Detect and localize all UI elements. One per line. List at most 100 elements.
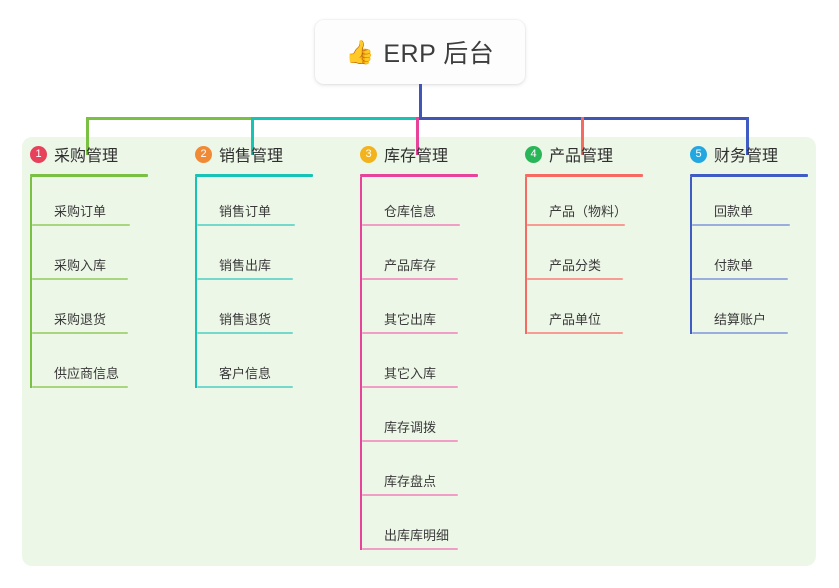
menu-item-label: 供应商信息 [54, 366, 120, 381]
thumbs-up-icon: 👍 [345, 38, 375, 65]
menu-item[interactable]: 产品库存 [360, 231, 502, 285]
branch-header-3[interactable]: 3 库存管理 [352, 142, 502, 166]
branch-item-list-3: 仓库信息产品库存其它出库其它入库库存调拨库存盘点出库库明细 [360, 177, 502, 555]
menu-item[interactable]: 付款单 [690, 231, 832, 285]
branch-spine-5 [690, 177, 692, 334]
branch-item-list-4: 产品（物料） 产品分类产品单位 [525, 177, 667, 339]
branch-header-2[interactable]: 2 销售管理 [187, 142, 337, 166]
branch-header-rule-3 [360, 174, 478, 177]
branch-spine-4 [525, 177, 527, 334]
menu-item-label: 销售出库 [219, 258, 272, 273]
menu-item-label: 产品分类 [549, 258, 602, 273]
menu-item[interactable]: 产品单位 [525, 285, 667, 339]
menu-item[interactable]: 其它出库 [360, 285, 502, 339]
menu-item-rule [197, 278, 293, 280]
menu-item[interactable]: 仓库信息 [360, 177, 502, 231]
branch-item-list-5: 回款单付款单结算账户 [690, 177, 832, 339]
menu-item-rule [362, 440, 458, 442]
branch-title-3: 库存管理 [384, 148, 449, 165]
branch-title-1: 采购管理 [54, 148, 119, 165]
branch-header-5[interactable]: 5 财务管理 [682, 142, 832, 166]
menu-item-rule [362, 548, 458, 550]
menu-item-label: 采购入库 [54, 258, 107, 273]
branch-column-4: 4 产品管理产品（物料） 产品分类产品单位 [517, 142, 667, 334]
menu-item-rule [362, 278, 458, 280]
branch-header-rule-1 [30, 174, 148, 177]
menu-item[interactable]: 客户信息 [195, 339, 337, 393]
menu-item-label: 客户信息 [219, 366, 272, 381]
menu-item-label: 采购订单 [54, 204, 107, 219]
branch-column-3: 3 库存管理仓库信息产品库存其它出库其它入库库存调拨库存盘点出库库明细 [352, 142, 502, 550]
menu-item[interactable]: 库存盘点 [360, 447, 502, 501]
root-node-content: 👍 ERP 后台 [346, 34, 495, 70]
menu-item-rule [197, 224, 295, 226]
menu-item-label: 付款单 [714, 258, 754, 273]
menu-item-rule [197, 386, 293, 388]
menu-item-rule [527, 278, 623, 280]
menu-item-label: 产品库存 [384, 258, 437, 273]
connector-drop-5 [745, 117, 749, 155]
connector-bus-segment-1 [87, 116, 252, 120]
menu-item[interactable]: 采购入库 [30, 231, 172, 285]
menu-item-rule [32, 278, 128, 280]
menu-item-rule [362, 332, 458, 334]
branch-title-4: 产品管理 [549, 148, 614, 165]
menu-item-label: 销售订单 [219, 204, 272, 219]
menu-item[interactable]: 其它入库 [360, 339, 502, 393]
branch-badge-2: 2 [195, 145, 212, 163]
root-node-label: ERP 后台 [383, 40, 495, 68]
branch-spine-1 [30, 177, 32, 388]
menu-item-label: 产品单位 [549, 312, 602, 327]
menu-item[interactable]: 采购退货 [30, 285, 172, 339]
menu-item[interactable]: 产品分类 [525, 231, 667, 285]
menu-item-rule [362, 494, 458, 496]
menu-item-label: 其它出库 [384, 312, 437, 327]
branch-badge-5: 5 [690, 145, 707, 163]
root-node-erp-backend[interactable]: 👍 ERP 后台 [315, 20, 525, 84]
branch-title-5: 财务管理 [714, 148, 779, 165]
menu-item[interactable]: 结算账户 [690, 285, 832, 339]
menu-item-label: 采购退货 [54, 312, 107, 327]
branch-header-4[interactable]: 4 产品管理 [517, 142, 667, 166]
menu-item[interactable]: 销售订单 [195, 177, 337, 231]
menu-item-rule [197, 332, 293, 334]
branch-header-rule-4 [525, 174, 643, 177]
connector-drop-3 [415, 117, 419, 155]
connector-drop-2 [250, 117, 254, 155]
menu-item-rule [32, 224, 130, 226]
menu-item-label: 产品（物料） [549, 204, 628, 219]
branch-spine-2 [195, 177, 197, 388]
branch-header-1[interactable]: 1 采购管理 [22, 142, 172, 166]
branch-column-5: 5 财务管理回款单付款单结算账户 [682, 142, 832, 334]
menu-item[interactable]: 销售出库 [195, 231, 337, 285]
menu-item-rule [32, 386, 128, 388]
menu-item-rule [362, 224, 460, 226]
branch-title-2: 销售管理 [219, 148, 284, 165]
menu-item[interactable]: 采购订单 [30, 177, 172, 231]
menu-item-label: 回款单 [714, 204, 754, 219]
menu-item[interactable]: 库存调拨 [360, 393, 502, 447]
menu-item[interactable]: 出库库明细 [360, 501, 502, 555]
branch-badge-1: 1 [30, 145, 47, 163]
branch-spine-3 [360, 177, 362, 550]
connector-root-trunk [418, 84, 422, 118]
menu-item-label: 结算账户 [714, 312, 767, 327]
menu-item-rule [527, 224, 625, 226]
menu-item-label: 出库库明细 [384, 528, 450, 543]
menu-item-rule [692, 278, 788, 280]
menu-item[interactable]: 供应商信息 [30, 339, 172, 393]
branch-badge-3: 3 [360, 145, 377, 163]
menu-item-rule [32, 332, 128, 334]
menu-item-label: 其它入库 [384, 366, 437, 381]
menu-item-label: 销售退货 [219, 312, 272, 327]
connector-drop-1 [85, 117, 89, 155]
branch-badge-4: 4 [525, 145, 542, 163]
connector-drop-4 [580, 117, 584, 155]
menu-item[interactable]: 产品（物料） [525, 177, 667, 231]
menu-item[interactable]: 回款单 [690, 177, 832, 231]
branch-header-rule-2 [195, 174, 313, 177]
connector-bus-segment-2 [252, 116, 417, 120]
menu-item[interactable]: 销售退货 [195, 285, 337, 339]
branch-header-rule-5 [690, 174, 808, 177]
